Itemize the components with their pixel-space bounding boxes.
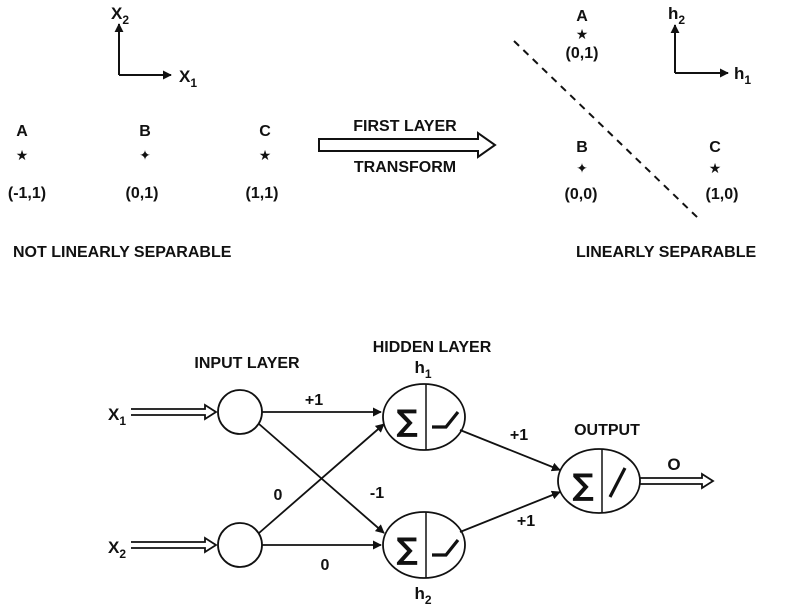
summation-icon: ∑: [396, 532, 418, 567]
svg-text:X1: X1: [108, 405, 126, 428]
hidden-neuron-h2: ∑ h2: [382, 511, 466, 607]
transform-label-line2: TRANSFORM: [354, 159, 456, 176]
point-coord: (-1,1): [8, 185, 46, 202]
separating-line: [513, 40, 699, 219]
point-coord: (1,0): [706, 186, 739, 203]
x1-input-sub: 1: [119, 414, 126, 428]
hidden-neuron-h1: h1 ∑: [382, 358, 466, 451]
x2-input-arrow: X2: [108, 536, 218, 561]
point-label: B: [139, 123, 151, 140]
input-neuron-x1: [217, 389, 263, 435]
relu-activation-icon: [432, 411, 460, 429]
point-coord: (0,0): [565, 186, 598, 203]
summation-icon: ∑: [572, 468, 594, 503]
hollow-arrow-icon: [131, 536, 218, 554]
point-label: C: [709, 139, 721, 156]
first-layer-transform-arrow: FIRST LAYER TRANSFORM: [318, 118, 497, 176]
x1-axis-sub: 1: [190, 76, 197, 90]
transform-label-line1: FIRST LAYER: [353, 118, 457, 135]
svg-text:X2: X2: [108, 538, 126, 561]
edge-h2-output: [459, 490, 561, 533]
point-label: C: [259, 123, 271, 140]
weight-x1-h2: -1: [370, 485, 384, 502]
h1-node-sub: 1: [425, 367, 432, 381]
input-point-a: A ★ (-1,1): [8, 123, 46, 202]
star-marker-icon: ★: [259, 148, 272, 164]
svg-text:X2: X2: [111, 4, 129, 27]
point-label: A: [576, 8, 588, 25]
input-space-axes: X2 X1: [111, 4, 197, 90]
h2-axis-label: h: [668, 4, 678, 23]
hollow-arrow-icon: [640, 472, 715, 490]
svg-text:h1: h1: [734, 64, 751, 87]
input-point-b: B ✦ (0,1): [126, 123, 159, 202]
hidden-point-b: B ✦ (0,0): [565, 139, 598, 203]
svg-text:h2: h2: [414, 584, 431, 607]
point-coord: (1,1): [246, 185, 279, 202]
hidden-point-c: C ★ (1,0): [706, 139, 739, 203]
x2-axis-sub: 2: [122, 13, 129, 27]
hollow-arrow-icon: [131, 403, 218, 421]
weight-h2-output: +1: [517, 513, 535, 530]
star-marker-icon: ★: [576, 27, 589, 43]
h2-node-sub: 2: [425, 593, 432, 607]
summation-icon: ∑: [396, 404, 418, 439]
x1-axis-label: X: [179, 67, 191, 86]
x2-axis-label: X: [111, 4, 123, 23]
x2-input-sub: 2: [119, 547, 126, 561]
weight-x1-h1: +1: [305, 392, 323, 409]
output-arrow: O: [640, 455, 715, 490]
hidden-point-a: A ★ (0,1): [566, 8, 599, 62]
linearly-separable-caption: LINEARLY SEPARABLE: [576, 244, 757, 261]
x1-input-label: X: [108, 405, 120, 424]
input-neuron-x2: [217, 522, 263, 568]
svg-text:h1: h1: [414, 358, 431, 381]
linear-activation-icon: [608, 467, 627, 498]
star-marker-icon: ★: [709, 161, 722, 177]
hidden-space-axes: h2 h1: [668, 4, 751, 87]
hollow-arrow-icon: [318, 131, 497, 159]
weight-x2-h2: 0: [321, 557, 330, 574]
star-marker-icon: ★: [16, 148, 29, 164]
output-symbol: O: [667, 455, 680, 474]
input-point-c: C ★ (1,1): [246, 123, 279, 202]
point-coord: (0,1): [126, 185, 159, 202]
not-separable-caption: NOT LINEARLY SEPARABLE: [13, 244, 232, 261]
output-label: OUTPUT: [574, 422, 640, 439]
x2-input-label: X: [108, 538, 120, 557]
edge-x2-h1: [258, 423, 385, 534]
weight-x2-h1: 0: [274, 487, 283, 504]
point-label: A: [16, 123, 28, 140]
cross-star-marker-icon: ✦: [576, 161, 588, 177]
relu-activation-icon: [432, 539, 460, 557]
h1-axis-sub: 1: [744, 73, 751, 87]
cross-star-marker-icon: ✦: [139, 148, 151, 164]
h2-node-label: h: [414, 584, 424, 603]
svg-text:X1: X1: [179, 67, 197, 90]
hidden-layer-label: HIDDEN LAYER: [373, 339, 492, 356]
x1-input-arrow: X1: [108, 403, 218, 428]
svg-text:h2: h2: [668, 4, 685, 27]
weight-h1-output: +1: [510, 427, 528, 444]
input-layer-label: INPUT LAYER: [194, 355, 300, 372]
edge-h1-output: [459, 429, 561, 472]
point-label: B: [576, 139, 588, 156]
output-neuron: ∑: [557, 448, 641, 514]
h1-node-label: h: [414, 358, 424, 377]
h1-axis-label: h: [734, 64, 744, 83]
point-coord: (0,1): [566, 45, 599, 62]
h2-axis-sub: 2: [678, 13, 685, 27]
